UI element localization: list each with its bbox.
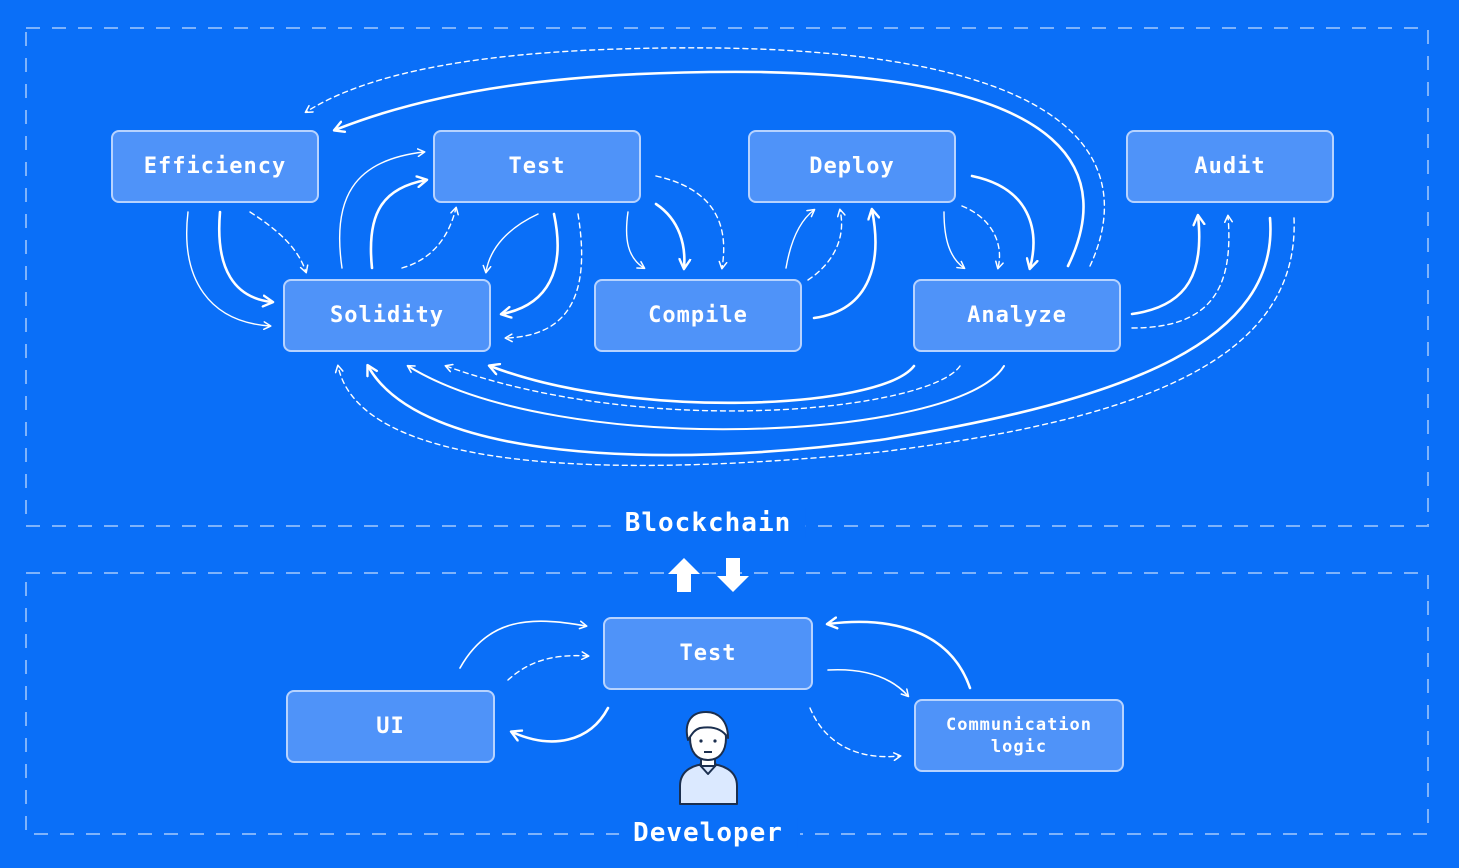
developer-arrows [459,620,972,762]
arrow-ui-to-test-dashed [507,651,590,681]
arrow-deploy-to-analyze-thin [943,211,966,270]
arrow-test-to-compile-dashed [655,175,728,270]
arrow-test-to-solidity-thin [482,213,539,274]
arrow-test-to-ui [512,706,610,743]
node-communication-logic: Communication logic [914,699,1124,772]
node-dev-test: Test [603,617,813,690]
arrow-test-to-compile [654,202,684,268]
arrow-compile-to-deploy-thin [785,208,816,269]
arrow-analyze-to-efficiency [335,70,1085,268]
arrow-audit-to-solidity [368,216,1272,457]
arrow-test-to-solidity [502,212,559,314]
node-deploy: Deploy [748,130,956,203]
arrow-compile-to-deploy-dashed [807,208,846,281]
node-test: Test [433,130,641,203]
up-down-arrows-icon [668,558,749,592]
arrow-communication-to-test [828,622,972,690]
arrow-analyze-to-solidity [490,366,916,405]
arrow-analyze-to-efficiency-dashed [304,47,1106,267]
arrow-efficiency-to-solidity [217,210,272,302]
node-compile: Compile [594,279,802,352]
arrow-deploy-to-analyze [970,174,1033,268]
arrow-ui-to-test [459,620,588,669]
blockchain-region-border [25,27,1429,527]
blockchain-region-label: Blockchain [610,508,806,538]
developer-avatar-icon [679,711,738,805]
arrow-analyze-to-solidity-dashed [444,363,961,412]
node-ui: UI [286,690,495,763]
arrow-deploy-to-analyze-dashed [961,205,1004,270]
node-audit: Audit [1126,130,1334,203]
node-solidity: Solidity [283,279,491,352]
arrow-efficiency-to-solidity-outer [186,211,272,331]
arrow-audit-to-solidity-dashed [334,217,1295,467]
arrow-test-to-communication [827,668,910,698]
arrow-solidity-to-test-dashed [401,206,459,269]
arrow-analyze-to-audit-dashed [1131,214,1233,329]
arrow-test-to-communication-dashed [809,707,902,762]
node-efficiency: Efficiency [111,130,319,203]
developer-region-label: Developer [619,818,797,848]
arrow-solidity-to-test-thin [338,148,426,269]
arrow-analyze-to-solidity-outer [406,364,1005,431]
blockchain-arrows [186,47,1295,467]
arrow-test-to-compile-thin [625,211,646,270]
arrow-test-to-solidity-dashed [504,213,583,343]
developer-region-border [25,572,1429,835]
arrow-analyze-to-audit [1130,216,1199,316]
arrow-efficiency-to-solidity-dashed [249,211,309,274]
arrow-compile-to-deploy [812,210,875,320]
node-analyze: Analyze [913,279,1121,352]
arrow-solidity-to-test [369,180,426,270]
